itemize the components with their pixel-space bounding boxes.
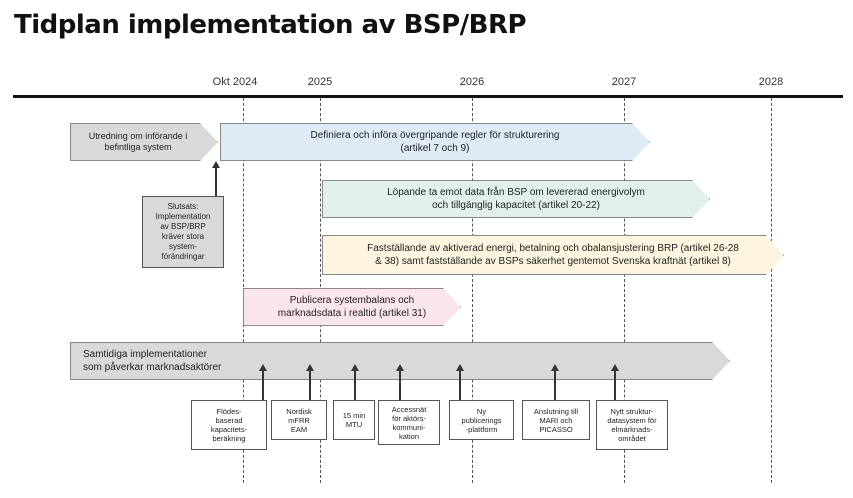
- timeline-label-2026: 2026: [459, 76, 485, 88]
- conclusion-note: Slutsats: Implementation av BSP/BRP kräv…: [142, 196, 224, 268]
- arrow-publicera: Publicera systembalans och marknadsdata …: [243, 288, 461, 326]
- arrow-utredning-label: Utredning om införande i befintliga syst…: [88, 131, 188, 152]
- timeline-gridline-2027: [624, 98, 625, 483]
- timeline-axis: [13, 95, 843, 98]
- impl-box-label: Flödes- baserad kapacitets- beräkning: [210, 407, 248, 443]
- impl-box-label: Nordisk mFRR EAM: [286, 406, 312, 434]
- arrow-lopande-label: Löpande ta emot data från BSP om leverer…: [387, 187, 645, 211]
- impl-box-accessnat: Accessnät för aktörs- kommuni- kation: [378, 400, 440, 445]
- impl-box-strukturdatasystem: Nytt struktur- datasystem för elmarknads…: [596, 400, 668, 450]
- timeline-label-okt-2024: Okt 2024: [212, 76, 258, 88]
- arrow-definiera-label: Definiera och införa övergripande regler…: [310, 130, 560, 154]
- impl-box-label: Accessnät för aktörs- kommuni- kation: [391, 404, 427, 441]
- impl-box-label: Anslutning till MARI och PICASSO: [533, 406, 579, 434]
- timeline-gridline-2028: [771, 98, 772, 483]
- arrow-samtidiga-label: Samtidiga implementationer som påverkar …: [83, 349, 222, 373]
- timeline-label-2027: 2027: [611, 76, 637, 88]
- impl-box-15min-mtu: 15 min MTU: [333, 400, 375, 440]
- page-title: Tidplan implementation av BSP/BRP: [14, 10, 527, 40]
- impl-box-flodesbaserad: Flödes- baserad kapacitets- beräkning: [191, 400, 267, 450]
- timeline-label-2025: 2025: [307, 76, 333, 88]
- impl-box-label: 15 min MTU: [342, 411, 366, 429]
- timeline-gridline-2026: [472, 98, 473, 483]
- impl-box-mari-picasso: Anslutning till MARI och PICASSO: [522, 400, 590, 440]
- impl-box-label: Nytt struktur- datasystem för elmarknads…: [607, 407, 657, 443]
- impl-box-label: Ny publicerings -plattform: [461, 406, 502, 434]
- impl-box-mfrr-eam: Nordisk mFRR EAM: [271, 400, 327, 440]
- arrow-definiera: Definiera och införa övergripande regler…: [220, 123, 650, 161]
- arrow-faststallande: Fastställande av aktiverad energi, betal…: [322, 235, 784, 275]
- arrow-faststallande-label: Fastställande av aktiverad energi, betal…: [367, 243, 739, 267]
- impl-box-publiceringsplattform: Ny publicerings -plattform: [449, 400, 514, 440]
- conclusion-note-text: Slutsats: Implementation av BSP/BRP kräv…: [155, 202, 211, 261]
- arrow-utredning: Utredning om införande i befintliga syst…: [70, 123, 218, 161]
- arrow-lopande: Löpande ta emot data från BSP om leverer…: [322, 180, 710, 218]
- arrow-publicera-label: Publicera systembalans och marknadsdata …: [277, 295, 427, 319]
- timeline-label-2028: 2028: [758, 76, 784, 88]
